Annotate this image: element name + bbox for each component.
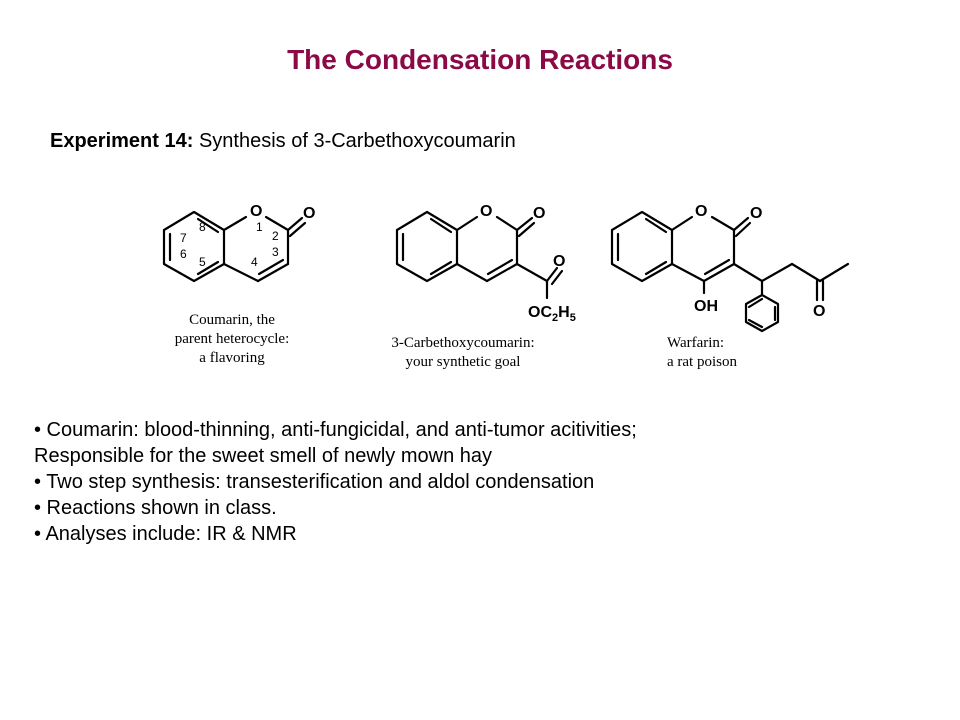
carbethoxycoumarin-structure	[395, 210, 564, 300]
coumarin-caption-line-3: a flavoring	[199, 350, 265, 366]
bullet-list: • Coumarin: blood-thinning, anti-fungici…	[34, 417, 934, 547]
experiment-heading: Experiment 14: Synthesis of 3-Carbethoxy…	[50, 130, 516, 153]
warfarin-ketone-oxygen: O	[813, 303, 825, 320]
coumarin-ring-oxygen: O	[250, 203, 262, 220]
warfarin-caption-line-1: Warfarin:	[667, 335, 724, 351]
ring-number-2: 2	[272, 229, 279, 243]
bullet-item-coumarin-continuation: Responsible for the sweet smell of newly…	[34, 445, 492, 467]
warfarin-carbonyl-oxygen: O	[750, 205, 762, 222]
carbethoxy-ester-oxygen: O	[553, 253, 565, 270]
experiment-text: Synthesis of 3-Carbethoxycoumarin	[193, 130, 516, 152]
ring-number-1: 1	[256, 220, 263, 234]
coumarin-structure	[162, 210, 307, 283]
warfarin-caption-line-2: a rat poison	[667, 354, 737, 370]
carbethoxy-ring-oxygen: O	[480, 203, 492, 220]
ring-number-5: 5	[199, 255, 206, 269]
bullet-item-coumarin: • Coumarin: blood-thinning, anti-fungici…	[34, 419, 637, 441]
coumarin-carbonyl-oxygen: O	[303, 205, 315, 222]
carbethoxy-caption-line-2: your synthetic goal	[406, 354, 521, 370]
slide-title: The Condensation Reactions	[287, 44, 673, 75]
coumarin-caption-line-1: Coumarin, the	[189, 312, 275, 328]
warfarin-structure	[610, 210, 850, 333]
carbethoxy-carbonyl-oxygen: O	[533, 205, 545, 222]
ring-number-7: 7	[180, 231, 187, 245]
carbethoxy-ester-group: OC2H5	[528, 304, 576, 324]
ring-number-8: 8	[199, 220, 206, 234]
ring-number-6: 6	[180, 247, 187, 261]
warfarin-ring-oxygen: O	[695, 203, 707, 220]
experiment-label: Experiment 14:	[50, 130, 194, 152]
warfarin-hydroxyl: OH	[694, 298, 718, 315]
chemical-structures: O O O O O OC2H5 O O OH O 1 2 3 4 5 6 7 8…	[162, 203, 850, 370]
ring-number-3: 3	[272, 245, 279, 259]
carbethoxy-caption-line-1: 3-Carbethoxycoumarin:	[391, 335, 534, 351]
bullet-item-synthesis: • Two step synthesis: transesterificatio…	[34, 471, 595, 493]
coumarin-caption-line-2: parent heterocycle:	[175, 331, 290, 347]
bullet-item-analyses: • Analyses include: IR & NMR	[34, 523, 297, 545]
bullet-item-reactions: • Reactions shown in class.	[34, 497, 277, 519]
ring-number-4: 4	[251, 255, 258, 269]
